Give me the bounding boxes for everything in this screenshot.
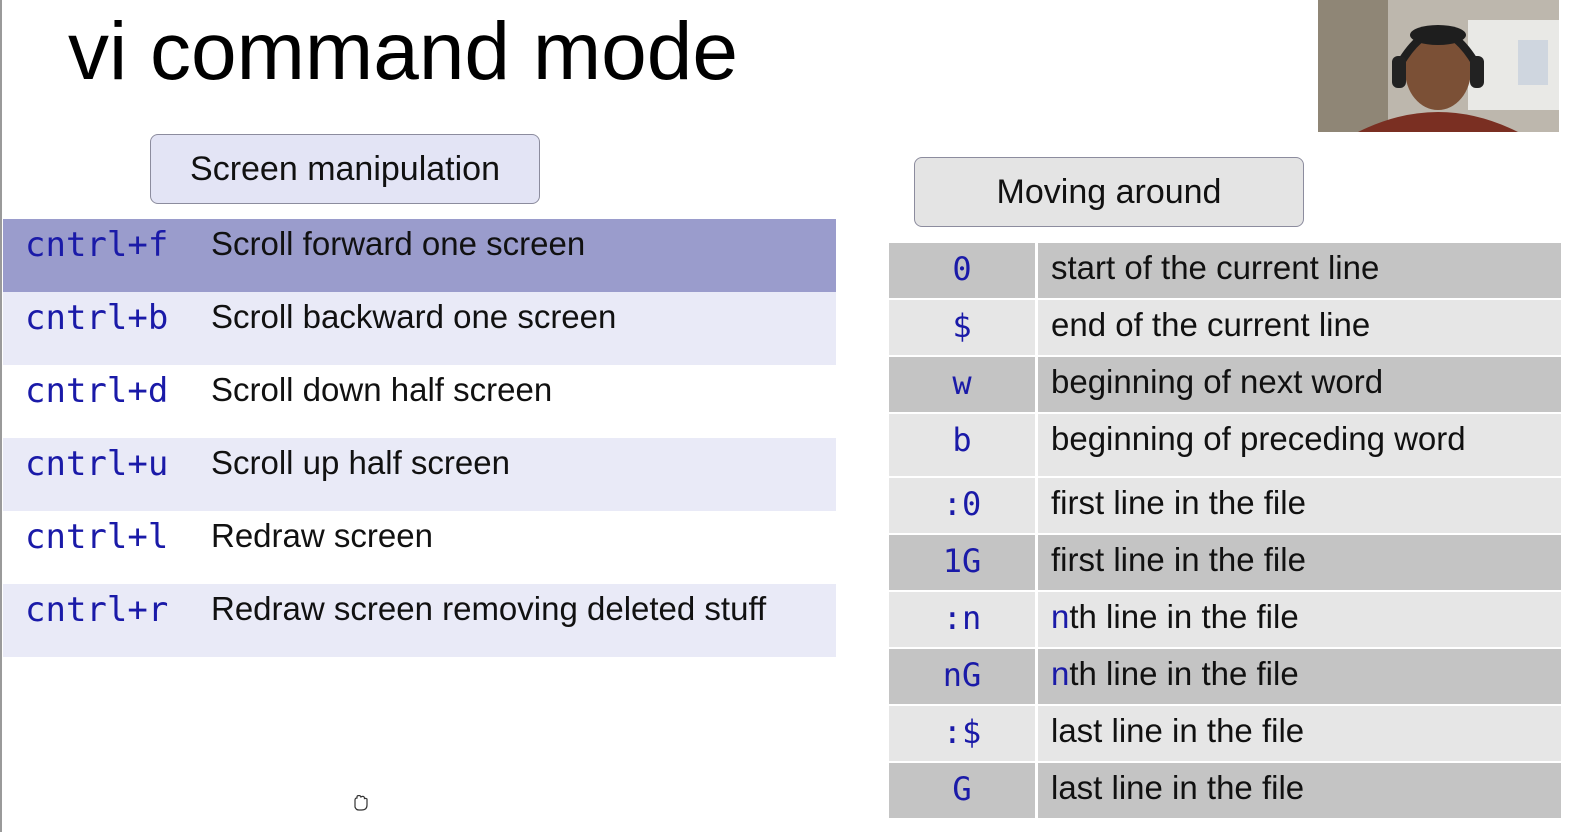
description-text: th line in the file <box>1069 598 1299 635</box>
command-key: :0 <box>889 478 1035 533</box>
hand-cursor-icon <box>352 794 370 816</box>
table-row: :n nth line in the file <box>889 592 1561 647</box>
command-key: :n <box>889 592 1035 647</box>
command-key: :$ <box>889 706 1035 761</box>
command-description: Redraw screen <box>211 517 433 554</box>
table-row: cntrl+l Redraw screen <box>3 511 836 584</box>
command-description: Scroll forward one screen <box>199 219 836 292</box>
command-description: Redraw screen removing deleted stuff <box>199 584 836 657</box>
description-text: th line in the file <box>1069 655 1299 692</box>
command-description: beginning of next word <box>1038 357 1561 412</box>
command-key: w <box>889 357 1035 412</box>
table-row: cntrl+f Scroll forward one screen <box>3 219 836 292</box>
command-key: $ <box>889 300 1035 355</box>
webcam-presenter-icon <box>1318 0 1559 132</box>
table-row: :0 first line in the file <box>889 478 1561 533</box>
command-key: cntrl+f <box>25 225 169 265</box>
command-key: 0 <box>889 243 1035 298</box>
command-description: first line in the file <box>1038 478 1561 533</box>
table-row: $ end of the current line <box>889 300 1561 355</box>
command-description: nth line in the file <box>1038 592 1561 647</box>
command-description: Scroll backward one screen <box>199 292 836 365</box>
table-row: 0 start of the current line <box>889 243 1561 298</box>
table-row: cntrl+r Redraw screen removing deleted s… <box>3 584 836 657</box>
command-key: cntrl+d <box>25 371 169 411</box>
command-key: cntrl+l <box>25 517 169 557</box>
moving-around-button[interactable]: Moving around <box>914 157 1304 227</box>
table-row: :$ last line in the file <box>889 706 1561 761</box>
command-key: cntrl+b <box>25 298 169 338</box>
command-description: last line in the file <box>1038 763 1561 818</box>
table-row: G last line in the file <box>889 763 1561 818</box>
command-description: start of the current line <box>1038 243 1561 298</box>
webcam-video-icon <box>1318 0 1559 132</box>
command-description: Scroll up half screen <box>199 438 836 511</box>
table-row: cntrl+u Scroll up half screen <box>3 438 836 511</box>
command-description: beginning of preceding word <box>1038 414 1561 476</box>
table-row: b beginning of preceding word <box>889 414 1561 476</box>
table-row: cntrl+d Scroll down half screen <box>3 365 836 438</box>
command-description: nth line in the file <box>1038 649 1561 704</box>
command-description: last line in the file <box>1038 706 1561 761</box>
table-row: 1G first line in the file <box>889 535 1561 590</box>
screen-manipulation-button[interactable]: Screen manipulation <box>150 134 540 204</box>
table-row: w beginning of next word <box>889 357 1561 412</box>
command-key: G <box>889 763 1035 818</box>
moving-commands-table: 0 start of the current line $ end of the… <box>889 243 1561 820</box>
command-description: Scroll down half screen <box>211 371 553 408</box>
command-key: cntrl+u <box>25 444 169 484</box>
command-key: 1G <box>889 535 1035 590</box>
command-key: nG <box>889 649 1035 704</box>
variable-n: n <box>1051 598 1070 635</box>
table-row: nG nth line in the file <box>889 649 1561 704</box>
command-key: cntrl+r <box>25 590 169 630</box>
table-row: cntrl+b Scroll backward one screen <box>3 292 836 365</box>
slide-left-border <box>0 0 2 832</box>
variable-n: n <box>1051 655 1070 692</box>
command-key: b <box>889 414 1035 476</box>
page-title: vi command mode <box>68 6 738 97</box>
command-description: end of the current line <box>1038 300 1561 355</box>
command-description: first line in the file <box>1038 535 1561 590</box>
screen-commands-table: cntrl+f Scroll forward one screen cntrl+… <box>3 219 836 657</box>
